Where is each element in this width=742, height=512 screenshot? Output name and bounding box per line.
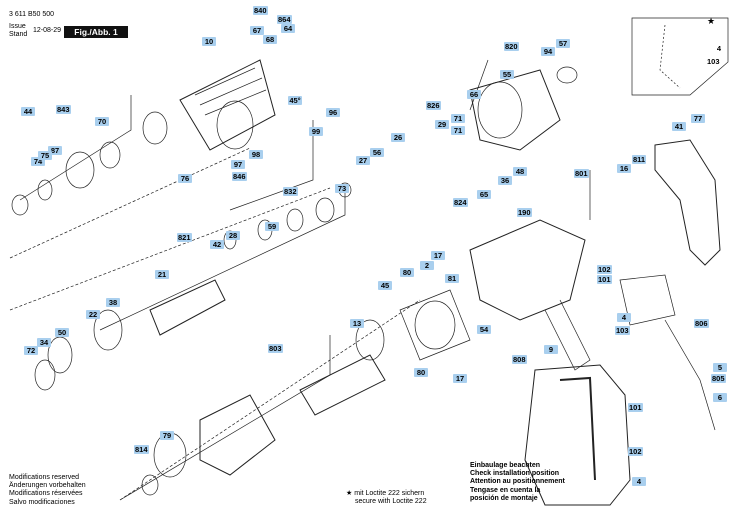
part-label: 80	[414, 368, 428, 377]
part-label: 27	[356, 156, 370, 165]
part-label: 65	[477, 190, 491, 199]
part-label: 71	[451, 114, 465, 123]
issue-label: Issue	[9, 23, 26, 30]
part-label: 102	[597, 265, 612, 274]
loctite-note: ★ mit Loctite 222 sichern secure with Lo…	[346, 490, 427, 506]
part-label: 10	[202, 37, 216, 46]
part-label: 67	[250, 26, 264, 35]
part-label: 801	[574, 169, 589, 178]
part-label: 826	[426, 101, 441, 110]
part-label: 101	[628, 403, 643, 412]
part-label: 87	[48, 146, 62, 155]
part-label: 16	[617, 164, 631, 173]
part-label: 77	[691, 114, 705, 123]
part-label: 820	[504, 42, 519, 51]
part-label: 814	[134, 445, 149, 454]
part-label: 48	[513, 167, 527, 176]
part-label: 74	[31, 157, 45, 166]
issue-date: 12-08-29	[33, 27, 62, 34]
part-label: 41	[672, 122, 686, 131]
part-label: 80	[400, 268, 414, 277]
part-label: 4	[632, 477, 646, 486]
part-label: 64	[281, 24, 295, 33]
stand-label: Stand	[9, 31, 28, 38]
part-label: 57	[556, 39, 570, 48]
part-label: 808	[512, 355, 527, 364]
part-label: 36	[498, 176, 512, 185]
part-label: 28	[226, 231, 240, 240]
part-label: 5	[713, 363, 727, 372]
figure-title: Fig./Abb. 1	[64, 26, 128, 38]
part-label: 864	[277, 15, 292, 24]
part-label: 805	[711, 374, 726, 383]
part-label: 26	[391, 133, 405, 142]
part-label: 72	[24, 346, 38, 355]
part-label: 79	[160, 431, 174, 440]
part-label: 6	[713, 393, 727, 402]
installation-note: Einbaulage beachten Check installation p…	[470, 462, 565, 502]
part-label: 9	[544, 345, 558, 354]
loctite-star-icon: ★	[707, 16, 716, 26]
part-label: 2	[420, 261, 434, 270]
part-label: 98	[249, 150, 263, 159]
doc-number: 3 611 B50 500	[9, 11, 55, 18]
part-label: 66	[467, 90, 481, 99]
part-label: 13	[350, 319, 364, 328]
part-label: 96	[326, 108, 340, 117]
part-label: 101	[597, 275, 612, 284]
part-label: 29	[435, 120, 449, 129]
part-label: 45	[378, 281, 392, 290]
part-label: 71	[451, 126, 465, 135]
callout-label: 103	[707, 57, 720, 66]
part-label: 97	[231, 160, 245, 169]
part-label: 832	[283, 187, 298, 196]
modifications-note: Modifications reserved Änderungen vorbeh…	[9, 474, 86, 506]
part-label: 38	[106, 298, 120, 307]
part-label: 102	[628, 447, 643, 456]
callout-label: 4	[716, 44, 722, 53]
part-label: 50	[55, 328, 69, 337]
part-label: 45°	[288, 96, 302, 105]
part-label: 73	[335, 184, 349, 193]
part-label: 843	[56, 105, 71, 114]
part-label: 821	[177, 233, 192, 242]
part-label: 70	[95, 117, 109, 126]
part-label: 840	[253, 6, 268, 15]
part-label: 22	[86, 310, 100, 319]
part-label: 34	[37, 338, 51, 347]
part-label: 846	[232, 172, 247, 181]
part-label: 103	[615, 326, 630, 335]
part-label: 824	[453, 198, 468, 207]
part-label: 4	[617, 313, 631, 322]
part-label: 190	[517, 208, 532, 217]
part-label: 811	[632, 155, 647, 164]
part-label: 75	[38, 151, 52, 160]
part-label: 21	[155, 270, 169, 279]
part-label: 17	[453, 374, 467, 383]
part-label: 94	[541, 47, 555, 56]
part-label: 42	[210, 240, 224, 249]
part-label: 56	[370, 148, 384, 157]
part-label: 76	[178, 174, 192, 183]
part-label: 68	[263, 35, 277, 44]
part-label: 55	[500, 70, 514, 79]
part-label: 803	[268, 344, 283, 353]
part-label: 806	[694, 319, 709, 328]
part-label: 54	[477, 325, 491, 334]
part-label: 99	[309, 127, 323, 136]
part-label: 81	[445, 274, 459, 283]
part-label: 44	[21, 107, 35, 116]
part-label: 59	[265, 222, 279, 231]
part-label: 17	[431, 251, 445, 260]
